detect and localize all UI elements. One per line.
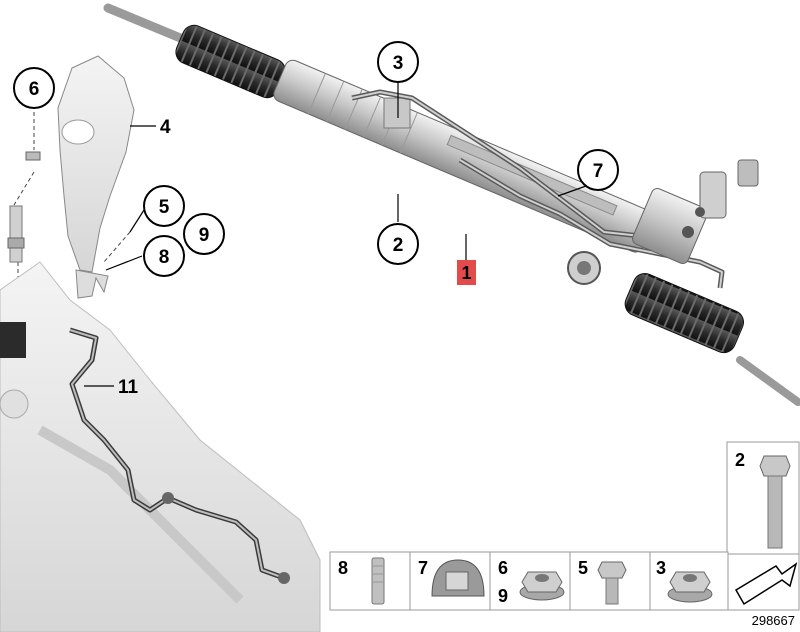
callout-7[interactable]: 7 [577, 149, 619, 191]
hex-nut-icon [667, 571, 713, 603]
callout-1[interactable]: 1 [457, 260, 476, 285]
tie-rod-left [103, 3, 195, 47]
stud-icon [371, 557, 385, 605]
diagram-reference-number: 298667 [752, 613, 795, 628]
flange-nut-icon [519, 571, 565, 601]
long-bolt-icon [759, 455, 791, 549]
steering-rack-illustration [103, 3, 800, 406]
callout-3[interactable]: 3 [377, 41, 419, 83]
leader-lines [84, 82, 587, 387]
svg-text:3: 3 [393, 53, 404, 74]
svg-text:6: 6 [498, 558, 508, 578]
svg-text:1: 1 [461, 263, 471, 283]
callout-8[interactable]: 8 [143, 235, 185, 277]
svg-text:5: 5 [159, 197, 170, 218]
svg-text:2: 2 [735, 450, 745, 470]
svg-text:7: 7 [593, 161, 604, 182]
direction-arrow-icon [734, 562, 798, 606]
svg-text:8: 8 [338, 558, 348, 578]
clamp-icon [431, 559, 485, 597]
ghosted-assembly-illustration [0, 55, 321, 632]
callout-9[interactable]: 9 [183, 213, 225, 255]
svg-text:7: 7 [418, 558, 428, 578]
svg-text:3: 3 [656, 558, 666, 578]
hardware-legend: 2 8 7 6 9 5 [329, 441, 800, 611]
svg-text:8: 8 [159, 247, 170, 268]
callout-2[interactable]: 2 [377, 223, 419, 265]
bellows-boot-right [624, 272, 744, 354]
callout-6[interactable]: 6 [13, 67, 55, 109]
svg-text:6: 6 [29, 79, 40, 100]
bellows-boot-left [175, 24, 286, 99]
short-bolt-icon [597, 561, 627, 605]
svg-text:4: 4 [160, 117, 171, 138]
svg-text:11: 11 [118, 377, 139, 398]
svg-text:9: 9 [199, 225, 210, 246]
heat-shield-illustration [57, 55, 135, 273]
valve-housing [632, 159, 759, 264]
svg-text:9: 9 [498, 586, 508, 606]
callout-4[interactable]: 4 [160, 117, 171, 138]
tie-rod-right [736, 356, 800, 406]
svg-text:2: 2 [393, 235, 404, 256]
svg-text:5: 5 [578, 558, 588, 578]
legend-cell-8[interactable] [329, 551, 411, 611]
callout-11[interactable]: 11 [118, 377, 139, 398]
callout-5[interactable]: 5 [143, 185, 185, 227]
